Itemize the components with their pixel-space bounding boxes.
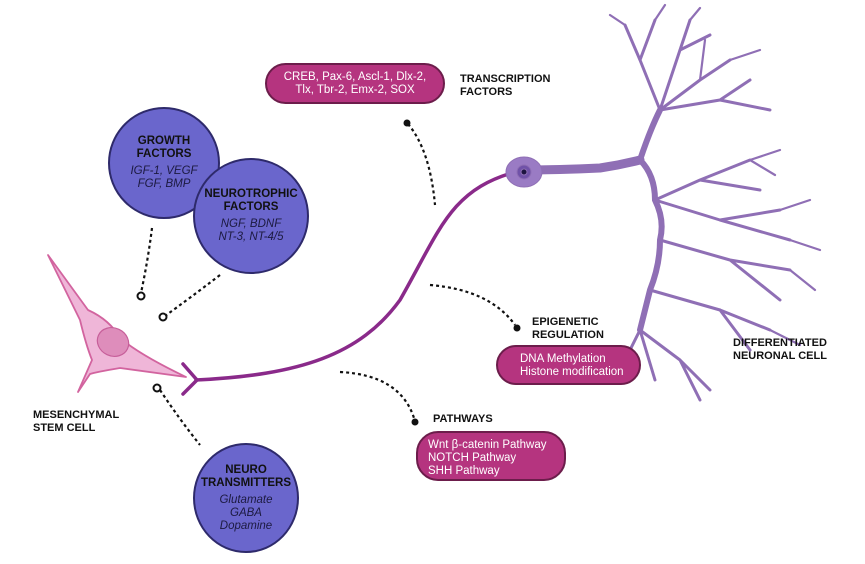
item-line: IGF-1, VEGF [130,165,198,177]
epigenetic-regulation-label: EPIGENETIC REGULATION [532,316,604,342]
item-line: FGF, BMP [137,178,191,190]
title-line: GROWTH [137,135,191,147]
item-line: GABA [230,506,262,519]
label-line: DIFFERENTIATED [733,337,827,349]
item-line: Glutamate [219,493,273,506]
connector-pathways [339,370,416,419]
neuron-icon [505,3,822,402]
mesenchymal-stem-cell-icon [47,254,187,393]
label-line: STEM CELL [33,422,96,434]
box-line: DNA Methylation [520,353,606,365]
neurotransmitters-node: NEURO TRANSMITTERS Glutamate GABA Dopami… [193,443,299,553]
neurotransmitters-items: Glutamate GABA Dopamine [219,494,272,533]
open-end-icon [158,312,168,322]
dot-end-icon [411,418,419,426]
growth-factors-items: IGF-1, VEGF FGF, BMP [130,165,197,191]
neurotrophic-factors-node: NEUROTROPHIC FACTORS NGF, BDNF NT-3, NT-… [193,158,309,274]
open-end-icon [136,291,146,301]
item-line: NT-3, NT-4/5 [218,231,284,243]
label-line: FACTORS [460,86,513,98]
title-line: NEUROTROPHIC [204,188,298,200]
transcription-factors-label: TRANSCRIPTION FACTORS [460,73,550,99]
transcription-factors-box: CREB, Pax-6, Ascl-1, Dlx-2, Tlx, Tbr-2, … [265,63,445,104]
connector-growth-factors [139,227,154,294]
neurotrophic-factors-items: NGF, BDNF NT-3, NT-4/5 [219,218,284,244]
open-end-icon [152,383,162,393]
pathways-box: Wnt β-catenin Pathway NOTCH Pathway SHH … [416,431,566,481]
label-line: REGULATION [532,329,604,341]
connector-neurotransmitters [159,389,201,446]
box-line: Histone modification [520,366,624,378]
title-line: FACTORS [136,148,192,160]
differentiated-neuronal-cell-label: DIFFERENTIATED NEURONAL CELL [733,337,827,363]
neurotransmitters-title: NEURO TRANSMITTERS [201,464,291,490]
title-line: TRANSMITTERS [200,476,292,489]
growth-factors-title: GROWTH FACTORS [137,135,192,161]
neurotrophic-factors-title: NEUROTROPHIC FACTORS [204,188,297,214]
axon-path [181,170,517,396]
label-line: EPIGENETIC [532,316,599,328]
item-line: Dopamine [219,519,273,532]
title-line: NEURO [225,463,267,476]
dot-end-icon [513,324,521,332]
box-line: NOTCH Pathway [428,452,517,464]
box-line: CREB, Pax-6, Ascl-1, Dlx-2, [283,71,427,83]
epigenetic-regulation-box: DNA Methylation Histone modification [496,345,641,385]
label-line: TRANSCRIPTION [460,73,551,85]
mesenchymal-stem-cell-label: MESENCHYMAL STEM CELL [33,409,119,435]
dot-end-icon [403,119,411,127]
item-line: NGF, BDNF [220,218,282,230]
label-line: MESENCHYMAL [33,409,120,421]
connector-transcription [407,123,437,206]
box-line: SHH Pathway [428,465,500,477]
label-line: NEURONAL CELL [733,350,827,362]
label-line: PATHWAYS [433,413,493,425]
box-line: Tlx, Tbr-2, Emx-2, SOX [295,84,415,96]
connector-epigenetic [429,283,516,326]
connectors [139,123,516,446]
pathways-label: PATHWAYS [433,413,493,426]
title-line: FACTORS [223,201,279,213]
connector-ends [136,119,521,426]
box-line: Wnt β-catenin Pathway [428,439,547,451]
connector-neurotrophic [164,274,221,317]
